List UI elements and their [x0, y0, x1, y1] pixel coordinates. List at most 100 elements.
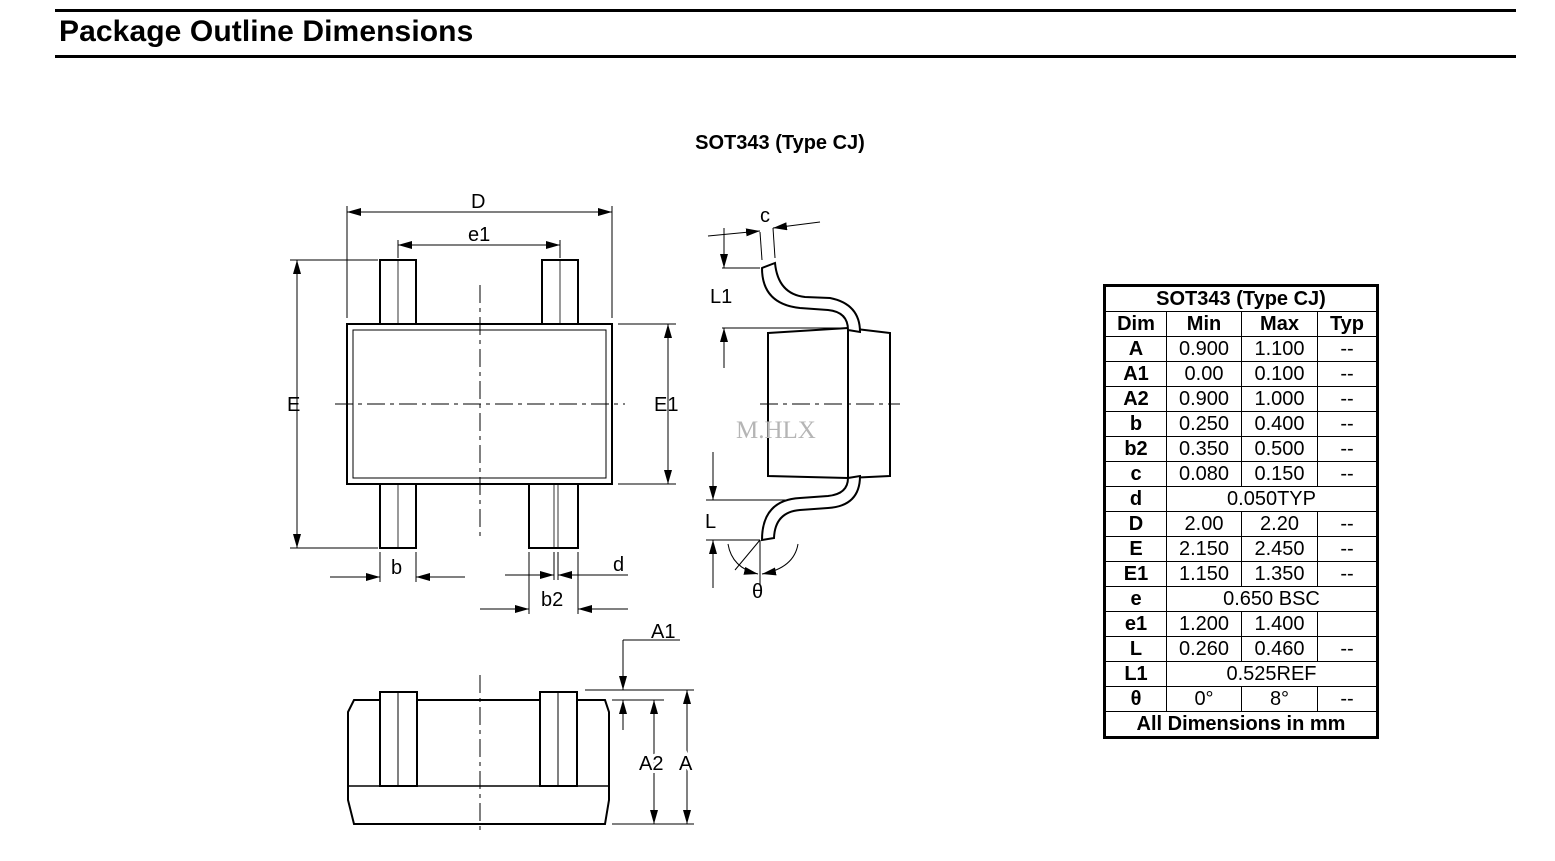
drawing-title: SOT343 (Type CJ)	[695, 132, 865, 154]
cell-typ: --	[1317, 386, 1378, 412]
cell-dim: d	[1104, 486, 1167, 512]
label-A2: A2	[639, 753, 663, 775]
cell-typ: --	[1317, 561, 1378, 587]
label-L: L	[705, 511, 716, 533]
table-footer: All Dimensions in mm	[1104, 711, 1378, 738]
cell-min: 0.00	[1166, 361, 1242, 387]
col-header-dim: Dim	[1104, 311, 1167, 337]
page-title: Package Outline Dimensions	[59, 15, 474, 48]
cell-min: 2.150	[1166, 536, 1242, 562]
label-A1: A1	[651, 621, 675, 643]
cell-typ: --	[1317, 336, 1378, 362]
table-footer-row: All Dimensions in mm	[1104, 711, 1378, 738]
cell-dim: A1	[1104, 361, 1167, 387]
label-c: c	[760, 205, 770, 227]
cell-min: 0°	[1166, 686, 1242, 712]
cell-dim: e1	[1104, 611, 1167, 637]
label-e1: e1	[468, 224, 490, 246]
col-header-max: Max	[1241, 311, 1318, 337]
cell-dim: θ	[1104, 686, 1167, 712]
cell-min: 0.250	[1166, 411, 1242, 437]
cell-max: 0.400	[1241, 411, 1318, 437]
header-top-rule	[55, 9, 1516, 12]
col-header-min: Min	[1166, 311, 1242, 337]
cell-min: 1.150	[1166, 561, 1242, 587]
label-D: D	[471, 191, 485, 213]
table-title: SOT343 (Type CJ)	[1104, 285, 1378, 312]
cell-max: 0.150	[1241, 461, 1318, 487]
front-view	[347, 639, 694, 832]
cell-typ: --	[1317, 686, 1378, 712]
side-view-body	[767, 326, 891, 480]
cell-value-span: 0.525REF	[1166, 661, 1378, 687]
cell-dim: A	[1104, 336, 1167, 362]
label-b2: b2	[541, 589, 563, 611]
cell-typ: --	[1317, 461, 1378, 487]
cell-max: 1.000	[1241, 386, 1318, 412]
cell-min: 1.200	[1166, 611, 1242, 637]
header-bottom-rule	[55, 55, 1516, 58]
cell-typ: --	[1317, 361, 1378, 387]
label-A: A	[679, 753, 693, 775]
side-lead-lower	[760, 474, 862, 542]
cell-dim: E	[1104, 536, 1167, 562]
cell-min: 2.00	[1166, 511, 1242, 537]
cell-dim: D	[1104, 511, 1167, 537]
cell-typ: --	[1317, 636, 1378, 662]
cell-max: 8°	[1241, 686, 1318, 712]
cell-typ: --	[1317, 511, 1378, 537]
cell-max: 0.100	[1241, 361, 1318, 387]
cell-max: 1.400	[1241, 611, 1318, 637]
cell-min: 0.080	[1166, 461, 1242, 487]
cell-value-span: 0.650 BSC	[1166, 586, 1378, 612]
cell-typ: --	[1317, 411, 1378, 437]
label-theta: θ	[752, 581, 763, 603]
cell-typ: --	[1317, 536, 1378, 562]
cell-dim: L1	[1104, 661, 1167, 687]
cell-max: 0.460	[1241, 636, 1318, 662]
label-b: b	[391, 557, 402, 579]
label-L1: L1	[710, 286, 732, 308]
table-header-row: Dim Min Max Typ	[1104, 311, 1378, 337]
table-title-row: SOT343 (Type CJ)	[1104, 285, 1378, 312]
cell-max: 2.20	[1241, 511, 1318, 537]
cell-dim: E1	[1104, 561, 1167, 587]
cell-value-span: 0.050TYP	[1166, 486, 1378, 512]
cell-dim: A2	[1104, 386, 1167, 412]
cell-dim: L	[1104, 636, 1167, 662]
lead-bottom-right	[528, 483, 579, 549]
label-E1: E1	[654, 394, 678, 416]
col-header-typ: Typ	[1317, 311, 1378, 337]
side-view	[706, 221, 900, 588]
cell-dim: c	[1104, 461, 1167, 487]
top-view	[290, 206, 676, 614]
cell-dim: e	[1104, 586, 1167, 612]
cell-dim: b2	[1104, 436, 1167, 462]
cell-max: 1.350	[1241, 561, 1318, 587]
label-d: d	[613, 554, 624, 576]
cell-min: 0.900	[1166, 386, 1242, 412]
watermark: M.HLX	[736, 417, 816, 444]
cell-typ	[1317, 611, 1378, 637]
cell-min: 0.260	[1166, 636, 1242, 662]
cell-min: 0.350	[1166, 436, 1242, 462]
cell-max: 1.100	[1241, 336, 1318, 362]
side-lead-upper	[760, 261, 862, 334]
label-E: E	[287, 394, 300, 416]
